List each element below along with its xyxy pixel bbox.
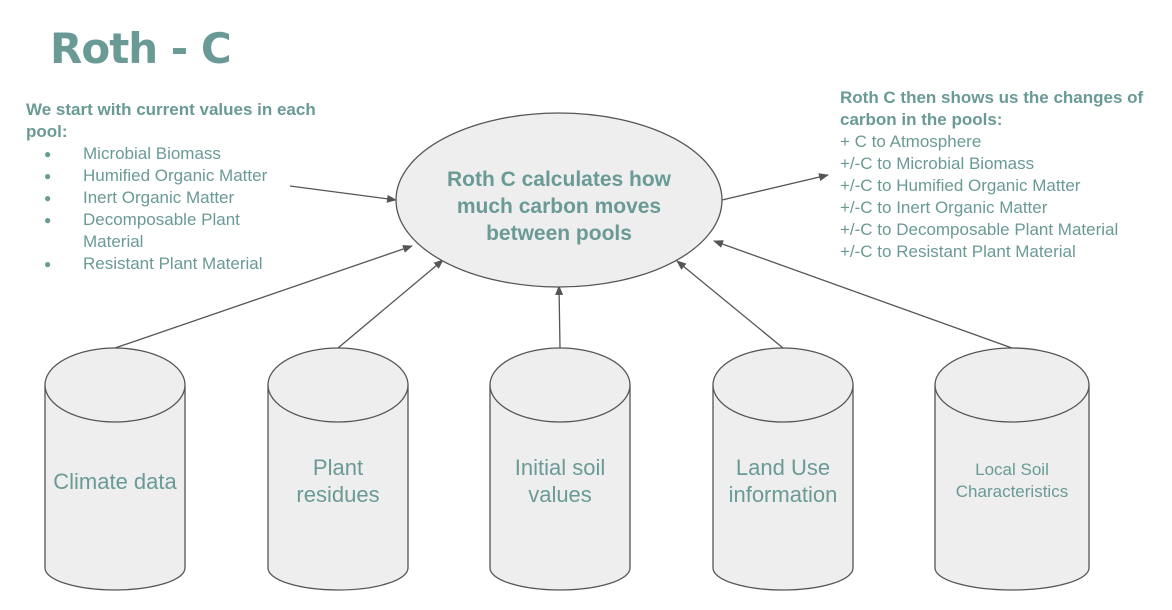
cylinder-land-use-information bbox=[712, 347, 854, 591]
arrow-model-to-outputs bbox=[721, 173, 829, 201]
arrow-soil-characteristics-to-model bbox=[713, 240, 1013, 349]
start-values-panel: We start with current values in each poo… bbox=[26, 99, 326, 275]
land-use-information-label: Land Use information bbox=[728, 455, 838, 507]
start-values-heading: We start with current values in each poo… bbox=[26, 100, 316, 141]
pool-item-microbial-biomass: Microbial Biomass bbox=[26, 143, 303, 165]
cylinder-local-soil-characteristics bbox=[934, 347, 1090, 591]
slide-title: Roth - C bbox=[50, 24, 232, 73]
arrow-soil-values-to-model bbox=[555, 285, 564, 349]
output-item-decomposable-plant-material: +/-C to Decomposable Plant Material bbox=[840, 220, 1119, 239]
local-soil-characteristics-label: Local Soil Characteristics bbox=[955, 460, 1069, 501]
arrow-start-values-to-model bbox=[289, 185, 397, 203]
output-changes-heading: Roth C then shows us the changes of carb… bbox=[840, 88, 1144, 129]
climate-data-label: Climate data bbox=[53, 468, 177, 494]
pool-item-inert-organic-matter: Inert Organic Matter bbox=[26, 187, 303, 209]
cylinder-climate-data bbox=[44, 347, 186, 591]
output-item-humified-organic-matter: +/-C to Humified Organic Matter bbox=[840, 176, 1081, 195]
output-item-resistant-plant-material: +/-C to Resistant Plant Material bbox=[840, 242, 1076, 261]
plant-residues-label: Plant residues bbox=[296, 455, 380, 507]
output-changes-panel: Roth C then shows us the changes of carb… bbox=[840, 87, 1160, 263]
pool-item-humified-organic-matter: Humified Organic Matter bbox=[26, 165, 303, 187]
output-item-atmosphere: + C to Atmosphere bbox=[840, 132, 982, 151]
initial-soil-values-label: Initial soil values bbox=[514, 455, 606, 507]
arrow-land-use-to-model bbox=[676, 260, 784, 349]
roth-c-model-ellipse bbox=[395, 112, 723, 288]
cylinder-initial-soil-values bbox=[489, 347, 631, 591]
cylinder-plant-residues bbox=[267, 347, 409, 591]
arrow-climate-to-model bbox=[114, 245, 413, 349]
arrow-residues-to-model bbox=[337, 259, 444, 349]
output-item-microbial-biomass: +/-C to Microbial Biomass bbox=[840, 154, 1035, 173]
pool-item-resistant-plant-material: Resistant Plant Material bbox=[26, 253, 303, 275]
output-item-inert-organic-matter: +/-C to Inert Organic Matter bbox=[840, 198, 1048, 217]
pool-item-decomposable-plant-material: Decomposable Plant Material bbox=[26, 209, 303, 253]
start-values-list: Microbial Biomass Humified Organic Matte… bbox=[26, 143, 326, 275]
model-description-label: Roth C calculates how much carbon moves … bbox=[446, 167, 672, 245]
